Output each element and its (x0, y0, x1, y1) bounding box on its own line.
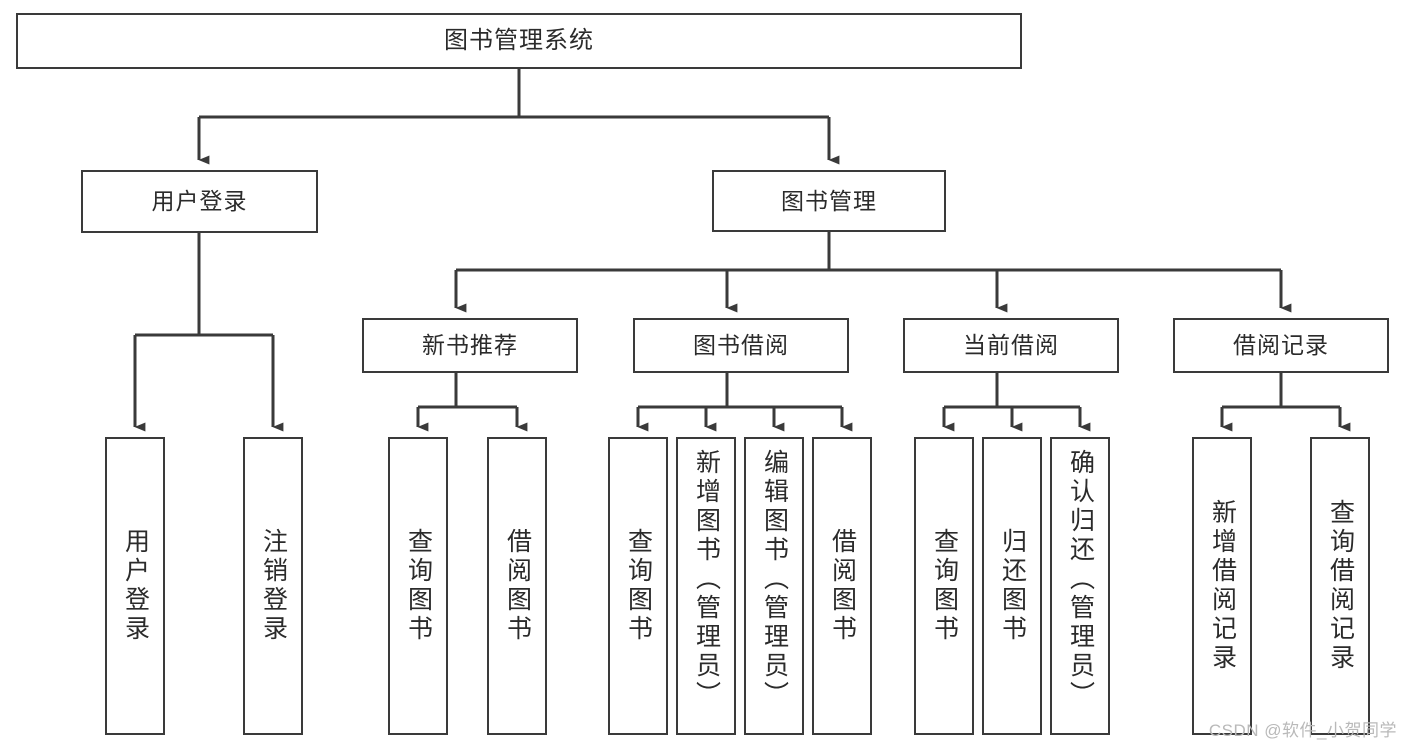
node-current-borrow-label: 当前借阅 (963, 332, 1059, 359)
leaf-confirm-return-admin[interactable]: 确认归还（管理员） (1050, 437, 1110, 735)
leaf-add-book-admin-label: 新增图书（管理员） (692, 449, 721, 710)
node-root[interactable]: 图书管理系统 (16, 13, 1022, 69)
node-book-borrow-label: 图书借阅 (693, 332, 789, 359)
leaf-add-book-admin[interactable]: 新增图书（管理员） (676, 437, 736, 735)
leaf-logout[interactable]: 注销登录 (243, 437, 303, 735)
node-current-borrow[interactable]: 当前借阅 (903, 318, 1119, 373)
node-new-book-recommend[interactable]: 新书推荐 (362, 318, 578, 373)
leaf-edit-book-admin[interactable]: 编辑图书（管理员） (744, 437, 804, 735)
leaf-user-login[interactable]: 用户登录 (105, 437, 165, 735)
node-user-login[interactable]: 用户登录 (81, 170, 318, 233)
leaf-add-borrow-record-label: 新增借阅记录 (1208, 499, 1237, 673)
leaf-query-book-new[interactable]: 查询图书 (388, 437, 448, 735)
node-book-management[interactable]: 图书管理 (712, 170, 946, 232)
node-borrow-record[interactable]: 借阅记录 (1173, 318, 1389, 373)
leaf-borrow-book-label: 借阅图书 (828, 528, 857, 644)
leaf-query-book-current-label: 查询图书 (930, 528, 959, 644)
leaf-edit-book-admin-label: 编辑图书（管理员） (760, 449, 789, 710)
leaf-add-borrow-record[interactable]: 新增借阅记录 (1192, 437, 1252, 735)
node-book-management-label: 图书管理 (781, 187, 877, 214)
leaf-query-borrow-record-label: 查询借阅记录 (1326, 499, 1355, 673)
node-borrow-record-label: 借阅记录 (1233, 332, 1329, 359)
leaf-borrow-book-new[interactable]: 借阅图书 (487, 437, 547, 735)
leaf-return-book[interactable]: 归还图书 (982, 437, 1042, 735)
leaf-logout-label: 注销登录 (259, 528, 288, 644)
leaf-return-book-label: 归还图书 (998, 528, 1027, 644)
leaf-confirm-return-admin-label: 确认归还（管理员） (1066, 449, 1095, 710)
leaf-query-book[interactable]: 查询图书 (608, 437, 668, 735)
leaf-query-book-current[interactable]: 查询图书 (914, 437, 974, 735)
leaf-query-book-label: 查询图书 (624, 528, 653, 644)
node-new-book-recommend-label: 新书推荐 (422, 332, 518, 359)
node-root-label: 图书管理系统 (444, 27, 594, 55)
leaf-borrow-book[interactable]: 借阅图书 (812, 437, 872, 735)
leaf-query-book-new-label: 查询图书 (404, 528, 433, 644)
leaf-user-login-label: 用户登录 (121, 528, 150, 644)
node-user-login-label: 用户登录 (151, 188, 248, 215)
csdn-watermark: CSDN @软件_小贺同学 (1208, 721, 1397, 740)
leaf-borrow-book-new-label: 借阅图书 (503, 528, 532, 644)
node-book-borrow[interactable]: 图书借阅 (633, 318, 849, 373)
leaf-query-borrow-record[interactable]: 查询借阅记录 (1310, 437, 1370, 735)
